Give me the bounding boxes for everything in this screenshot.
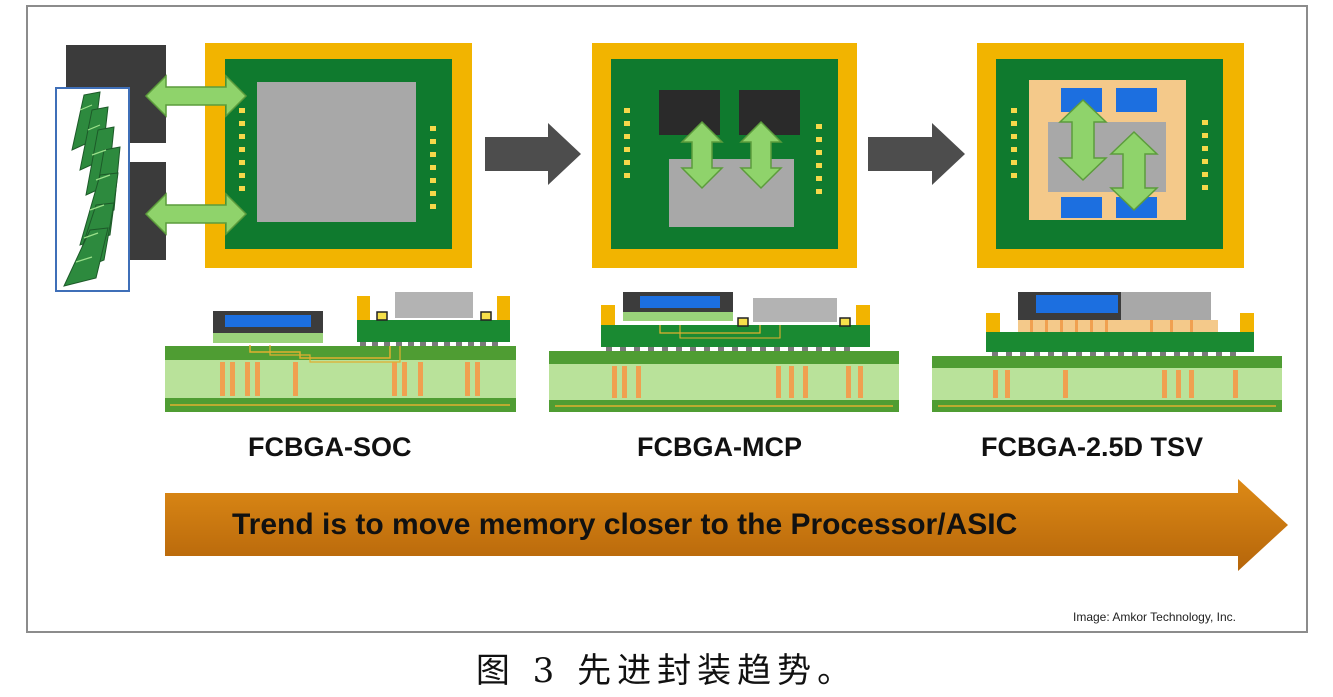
label-fcbga-mcp: FCBGA-MCP	[637, 432, 802, 462]
trend-text: Trend is to move memory closer to the Pr…	[232, 508, 1018, 541]
flow-arrow-1	[485, 123, 581, 185]
label-fcbga-2-5d-tsv: FCBGA-2.5D TSV	[981, 432, 1204, 462]
memory-link-arrows	[144, 74, 248, 236]
soc-top-view	[205, 43, 472, 268]
flow-arrow-2	[868, 123, 965, 185]
label-fcbga-soc: FCBGA-SOC	[248, 432, 412, 462]
tsv-top-view	[977, 43, 1244, 268]
soc-cross-section	[165, 292, 516, 412]
dram-modules	[55, 45, 166, 292]
mcp-cross-section	[549, 292, 899, 412]
mcp-top-view	[592, 43, 857, 268]
tsv-cross-section	[932, 292, 1282, 412]
trend-arrow	[165, 479, 1288, 571]
image-credit: Image: Amkor Technology, Inc.	[1073, 610, 1236, 624]
figure-caption: 图 3 先进封装趋势。	[475, 651, 858, 691]
